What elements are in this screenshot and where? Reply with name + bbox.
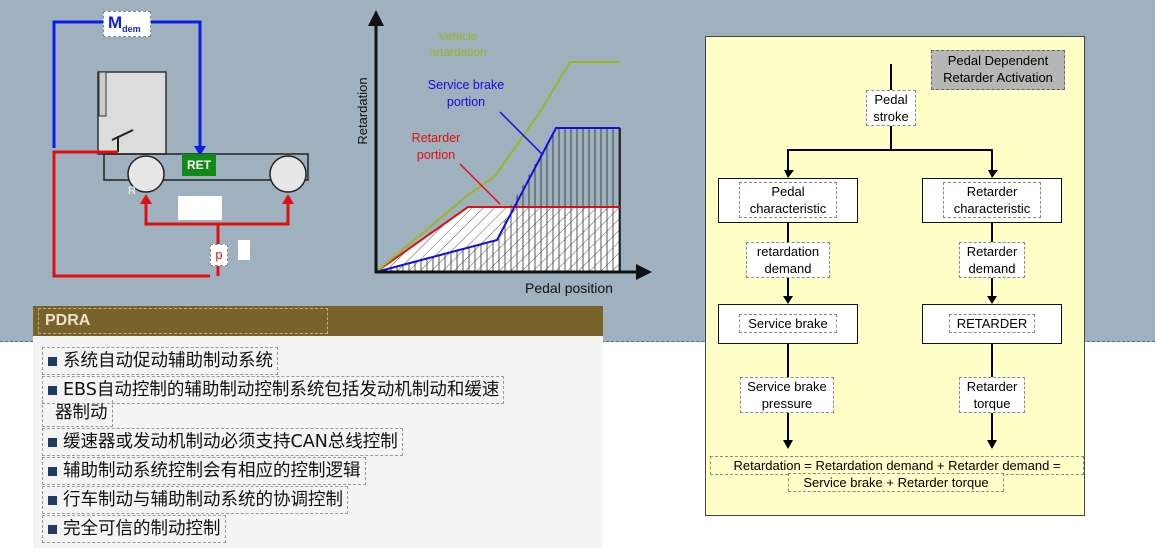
ret-block: RET xyxy=(182,154,216,176)
pdra-bullet-6: 完全可信的制动控制 xyxy=(42,515,226,543)
sb-pressure-line2: pressure xyxy=(761,396,813,411)
conn-stroke-down xyxy=(890,124,892,150)
flow-title: Pedal Dependent Retarder Activation xyxy=(931,50,1065,90)
chart-svg xyxy=(368,10,652,280)
pedal-char-line2: characteristic xyxy=(749,201,827,216)
brake-pedal xyxy=(111,129,134,141)
service-brake-pressure-label: Service brake pressure xyxy=(740,377,834,413)
pedal-stroke-line1: Pedal xyxy=(874,92,908,107)
retarder-char-line1: Retarder xyxy=(966,184,1018,199)
pdra-body xyxy=(33,336,603,548)
mdem-label: Mdem xyxy=(103,11,151,37)
mdem-sub: dem xyxy=(122,24,141,34)
x-axis-label: Pedal position xyxy=(525,280,613,296)
pdra-bullet-2-cont: 器制动 xyxy=(42,400,113,427)
pdra-bullet-3: 缓速器或发动机制动必须支持CAN总线控制 xyxy=(42,428,403,456)
formula-line1: Retardation = Retardation demand + Retar… xyxy=(710,456,1084,475)
pedal-characteristic-box: Pedal characteristic xyxy=(718,178,858,223)
truck-svg xyxy=(52,20,309,278)
pedal-stroke-label: Pedal stroke xyxy=(866,90,916,126)
r-label: R xyxy=(128,185,136,197)
conn-top xyxy=(890,64,892,90)
retardation-demand-label: retardation demand xyxy=(746,242,830,278)
pdra-bullet-4: 辅助制动系统控制会有相应的控制逻辑 xyxy=(42,457,366,485)
retarder-char-line2: characteristic xyxy=(953,201,1031,216)
sb-pressure-line1: Service brake xyxy=(747,379,827,394)
pdra-title: PDRA xyxy=(38,308,328,334)
rear-brake-arrow xyxy=(282,194,294,204)
blank-small-box xyxy=(238,240,250,260)
service-brake-box: Service brake xyxy=(718,304,858,344)
retarder-torque-line2: torque xyxy=(973,396,1011,411)
conn-right-1 xyxy=(991,149,993,171)
mdem-main: M xyxy=(108,13,123,32)
truck-cab xyxy=(97,71,167,155)
retarder-characteristic-label: Retarder characteristic xyxy=(943,182,1041,218)
x-axis-arrow xyxy=(636,264,652,280)
retarder-curve xyxy=(375,206,620,273)
mdem-arrow xyxy=(194,146,206,156)
red-line-left xyxy=(52,150,210,278)
service-brake-label: Service brake xyxy=(739,314,837,333)
y-axis-label: Retardation xyxy=(355,77,370,145)
retarder-box: RETARDER xyxy=(922,304,1062,344)
conn-left-1 xyxy=(787,149,789,171)
vehicle-label-line2: retardation xyxy=(429,45,487,59)
pedal-characteristic-label: Pedal characteristic xyxy=(739,182,837,218)
flow-title-line2: Retarder Activation xyxy=(943,70,1053,85)
pdra-bullet-5: 行车制动与辅助制动系统的协调控制 xyxy=(42,486,348,514)
pdra-bullet-1: 系统自动促动辅助制动系统 xyxy=(42,347,278,375)
service-leader xyxy=(499,111,543,155)
service-label-line2: portion xyxy=(446,95,486,109)
y-axis-arrow xyxy=(368,10,384,26)
retarder-box-label: RETARDER xyxy=(949,314,1035,333)
retarder-demand-line2: demand xyxy=(968,261,1016,276)
retarder-torque-label: Retarder torque xyxy=(959,377,1025,413)
front-wheel xyxy=(127,155,165,193)
service-hatch xyxy=(510,128,620,207)
service-label-line1: Service brake xyxy=(427,78,505,92)
retarder-torque-line1: Retarder xyxy=(966,379,1018,394)
vehicle-curve xyxy=(375,61,620,273)
pdra-header-bar xyxy=(33,306,603,336)
blank-label-box xyxy=(178,196,222,220)
flow-title-line1: Pedal Dependent xyxy=(947,53,1049,68)
retarder-label-line1: Retarder xyxy=(411,131,461,145)
retarder-demand-label: Retarder demand xyxy=(959,242,1025,278)
retarder-leader xyxy=(459,163,501,205)
retarder-characteristic-box: Retarder characteristic xyxy=(922,178,1062,223)
pdra-bullet-2: EBS自动控制的辅助制动控制系统包括发动机制动和缓速 xyxy=(42,376,505,404)
front-brake-arrow xyxy=(140,194,152,204)
pedal-char-line1: Pedal xyxy=(771,184,805,199)
formula-line2: Service brake + Retarder torque xyxy=(788,473,1004,492)
pedal-stroke-line2: stroke xyxy=(873,109,909,124)
conn-split xyxy=(787,149,993,151)
service-curve xyxy=(375,127,620,273)
retarder-label-line2: portion xyxy=(416,148,456,162)
ret-demand-line2: demand xyxy=(764,261,812,276)
rear-wheel xyxy=(269,155,307,193)
retarder-demand-line1: Retarder xyxy=(966,244,1018,259)
p-label: p xyxy=(210,244,228,266)
cab-window xyxy=(98,71,107,117)
ret-demand-line1: retardation xyxy=(756,244,820,259)
retarder-hatch-left xyxy=(376,207,510,272)
vehicle-label-line1: Vehicle xyxy=(438,29,478,43)
